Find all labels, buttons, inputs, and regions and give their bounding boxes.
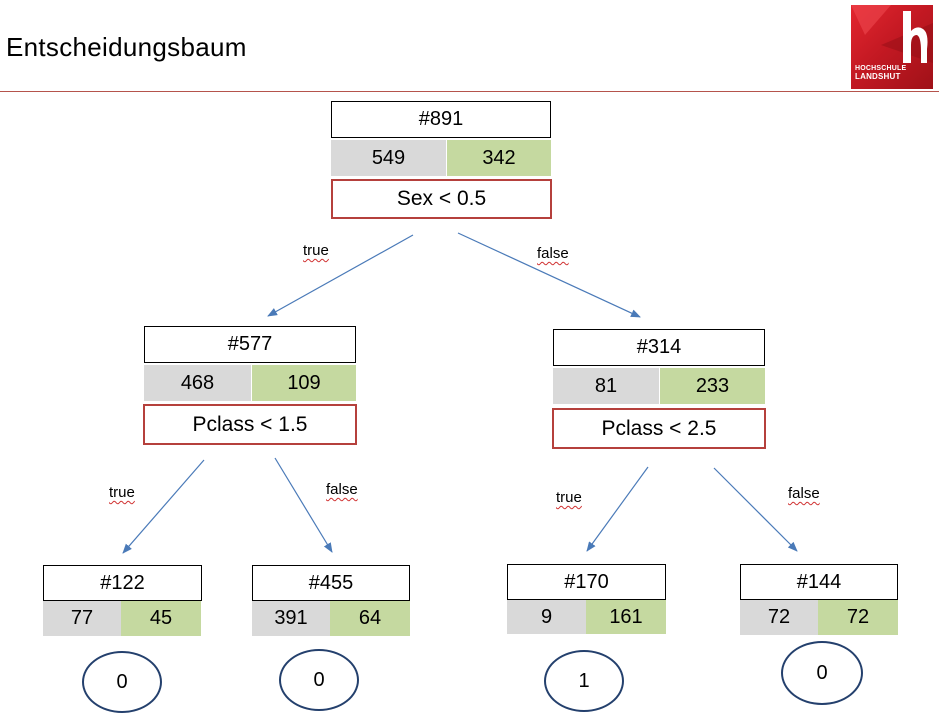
slide-title: Entscheidungsbaum <box>6 32 247 62</box>
leaf-count-right: 161 <box>586 600 666 634</box>
root-count-left: 549 <box>331 140 446 176</box>
h-logo-icon <box>851 5 933 63</box>
edge-right-true <box>586 466 649 552</box>
leaf-node-id: #170 <box>507 564 666 600</box>
root-true-label: true <box>303 242 329 259</box>
logo-text-line2: LANDSHUT <box>855 72 901 81</box>
edge-root-false <box>457 232 641 318</box>
leaf-count-right: 72 <box>818 600 898 635</box>
edge-left-false <box>274 457 333 553</box>
leaf-count-left: 77 <box>43 601 121 636</box>
left-node-id: #577 <box>144 326 356 363</box>
leaf-node-id: #144 <box>740 564 898 600</box>
logo-text-line1: HOCHSCHULE <box>855 65 907 72</box>
leaf-count-right: 64 <box>330 601 410 636</box>
leaf-prediction: 0 <box>279 649 359 711</box>
right-node-id: #314 <box>553 329 765 366</box>
leaf-node-id: #455 <box>252 565 410 601</box>
left-true-label: true <box>109 484 135 501</box>
leaf-count-left: 391 <box>252 601 330 636</box>
root-condition: Sex < 0.5 <box>331 179 552 219</box>
leaf-count-left: 72 <box>740 600 818 635</box>
right-node-count-right: 233 <box>660 368 765 404</box>
leaf-prediction: 0 <box>781 641 863 705</box>
root-false-label: false <box>537 245 569 262</box>
leaf-node-id: #122 <box>43 565 202 601</box>
root-count-right: 342 <box>447 140 551 176</box>
edge-root-true <box>267 234 414 317</box>
root-node-id: #891 <box>331 101 551 138</box>
left-false-label: false <box>326 481 358 498</box>
right-node-condition: Pclass < 2.5 <box>552 408 766 449</box>
edge-left-true <box>122 459 205 554</box>
right-false-label: false <box>788 485 820 502</box>
right-true-label: true <box>556 489 582 506</box>
title-divider <box>0 91 939 92</box>
right-node-count-left: 81 <box>553 368 659 404</box>
hochschule-landshut-logo: HOCHSCHULE LANDSHUT <box>851 5 933 89</box>
leaf-count-right: 45 <box>121 601 201 636</box>
edge-right-false <box>713 467 798 552</box>
leaf-count-left: 9 <box>507 600 586 634</box>
left-node-count-right: 109 <box>252 365 356 401</box>
leaf-prediction: 1 <box>544 650 624 712</box>
left-node-count-left: 468 <box>144 365 251 401</box>
leaf-prediction: 0 <box>82 651 162 713</box>
left-node-condition: Pclass < 1.5 <box>143 404 357 445</box>
